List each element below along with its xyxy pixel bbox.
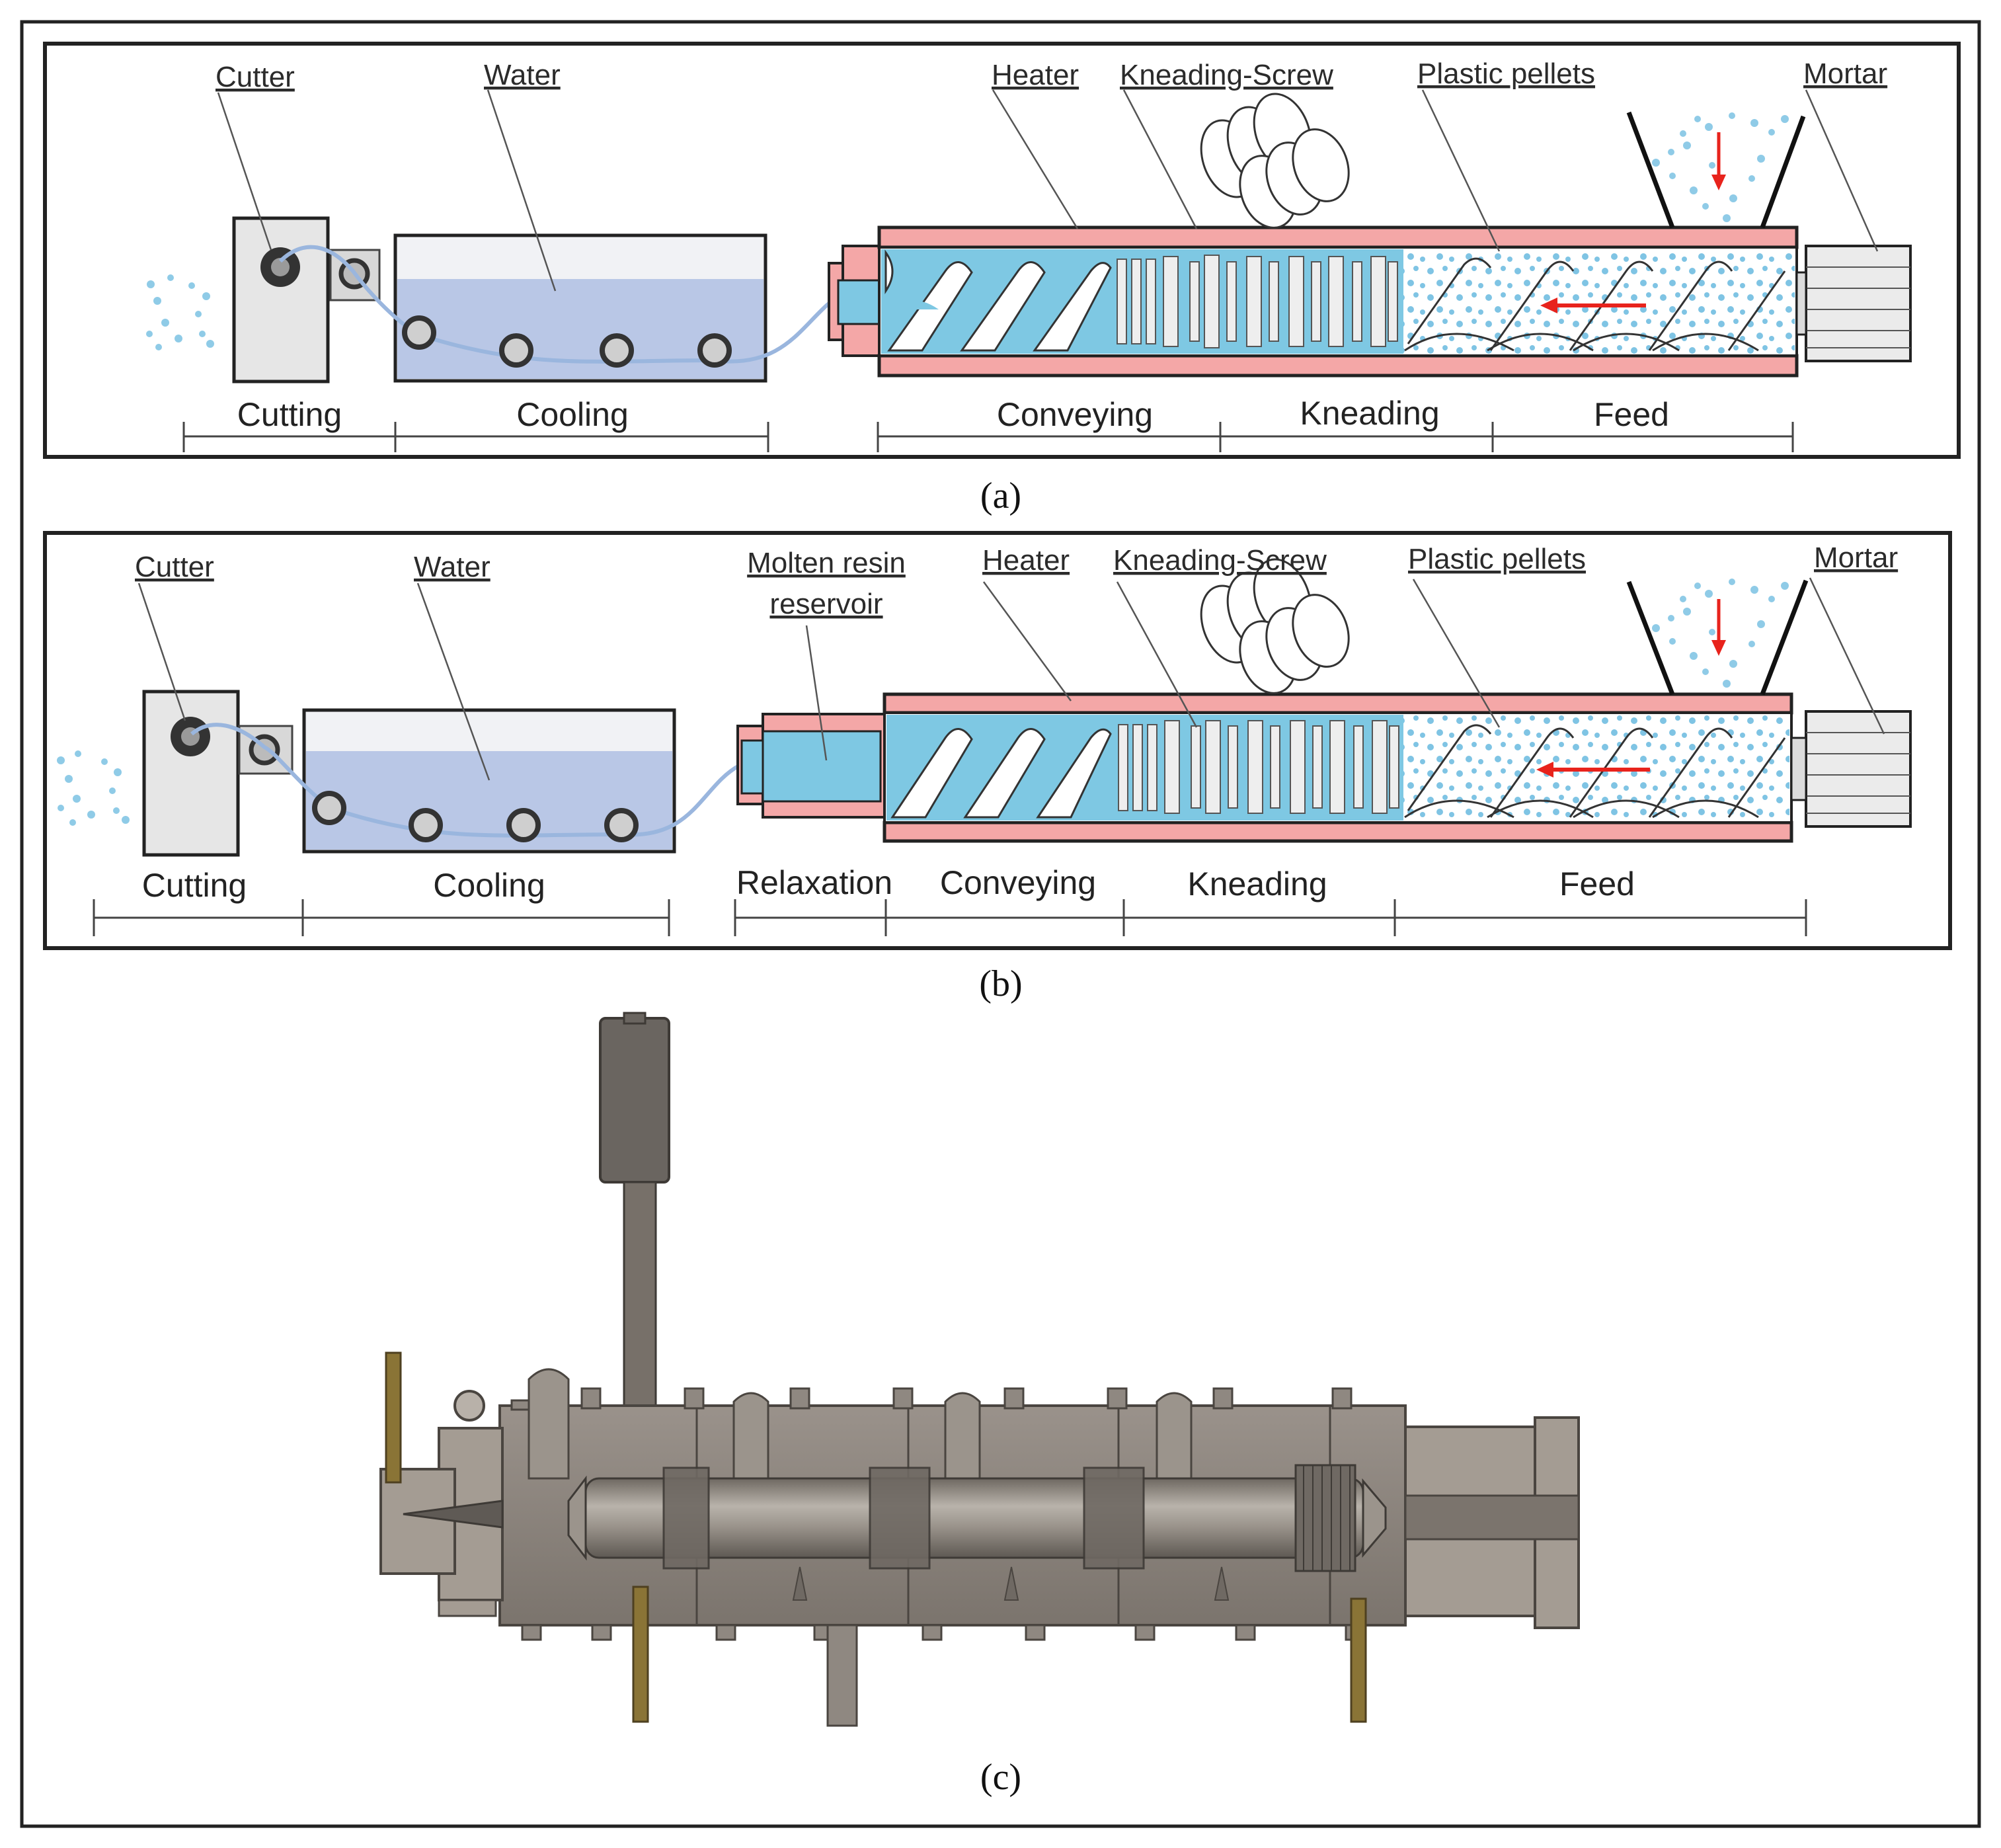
hopper-pellets	[1652, 579, 1789, 688]
label-water: Water	[484, 59, 561, 91]
caption-b: (b)	[979, 963, 1022, 1004]
cutter-box	[232, 216, 330, 383]
motor-ribs	[1806, 266, 1910, 348]
label-cutter: Cutter	[216, 61, 295, 93]
cutter-icon	[260, 247, 300, 287]
gear-teeth	[1303, 1465, 1351, 1571]
cut-pellets	[146, 274, 214, 350]
panel-a-stage-rulers	[182, 422, 1794, 452]
caption-c: (c)	[980, 1757, 1021, 1798]
stage-cutting: Cutting	[142, 867, 247, 904]
die-melt	[837, 279, 881, 325]
pressure-gauge-knob	[453, 1390, 485, 1422]
label-plastic-pellets: Plastic pellets	[1408, 543, 1586, 575]
feed-arrow	[1711, 599, 1726, 656]
barrel-heater-top	[883, 692, 1793, 715]
top-bolts	[510, 1387, 1353, 1411]
outer-frame	[20, 20, 1981, 1828]
cooling-rollers	[312, 791, 639, 842]
label-molten-resin-line1: Molten resin	[747, 547, 906, 579]
stage-cooling: Cooling	[516, 396, 629, 433]
cut-pellets	[57, 750, 130, 826]
hopper	[1626, 579, 1809, 696]
motor-ribs	[1806, 732, 1910, 814]
stage-kneading: Kneading	[1187, 865, 1327, 903]
label-kneading-screw: Kneading-Screw	[1120, 59, 1333, 91]
flow-arrow	[1536, 762, 1650, 778]
stage-conveying: Conveying	[940, 864, 1096, 901]
stage-relaxation: Relaxation	[736, 864, 892, 901]
motor-housing	[1805, 245, 1912, 362]
stage-cooling: Cooling	[433, 867, 545, 904]
label-cutter: Cutter	[135, 551, 214, 583]
panel-c-extruder-section	[379, 1012, 1580, 1727]
flow-arrow	[1540, 298, 1646, 313]
conveying-screw-flights	[884, 249, 1112, 352]
motor-housing	[1805, 710, 1912, 828]
barrel-heater-top	[877, 225, 1799, 249]
cooling-rollers	[402, 315, 732, 368]
shaft-tip	[567, 1475, 587, 1561]
cutter-icon	[171, 717, 210, 756]
panel-a-leaders	[217, 89, 1879, 292]
kneading-discs	[1118, 720, 1399, 814]
panel-b: Cutter Water Molten resin reservoir Heat…	[43, 531, 1952, 1004]
kneading-blocks	[662, 1466, 1145, 1570]
kneading-screw-icon	[1200, 93, 1350, 229]
barrel-heater-bottom	[877, 354, 1799, 378]
heater-rod-bottom-left	[632, 1586, 649, 1723]
barrel-heater-bottom	[883, 821, 1793, 843]
panel-b-border	[43, 531, 1952, 950]
conveying-screw-flights	[890, 728, 1112, 819]
bottom-sockets	[792, 1566, 1230, 1601]
heater-rod-left	[385, 1351, 402, 1484]
drive-bore	[1404, 1494, 1580, 1541]
die-bottom-foot	[438, 1599, 497, 1617]
bottom-port	[826, 1624, 858, 1727]
feed-arrow	[1711, 132, 1726, 190]
feed-screw-flights	[1404, 257, 1786, 352]
label-plastic-pellets: Plastic pellets	[1417, 58, 1595, 90]
stage-feed: Feed	[1594, 396, 1669, 433]
stage-kneading: Kneading	[1300, 395, 1439, 432]
shaft-tip-right	[1362, 1478, 1387, 1558]
panel-a: Cutter Water Heater Kneading-Screw Plast…	[43, 42, 1961, 516]
reservoir-melt-core	[762, 730, 882, 803]
stage-cutting: Cutting	[237, 396, 342, 433]
label-heater: Heater	[992, 59, 1079, 91]
panel-b-stage-rulers	[93, 899, 1807, 936]
heater-rod-bottom-right	[1350, 1597, 1367, 1723]
vertical-plunger-cap	[623, 1012, 647, 1025]
label-water: Water	[414, 551, 490, 583]
panel-b-leaders	[137, 577, 1885, 781]
gear-block	[1294, 1464, 1356, 1572]
kneading-screw-icon	[1200, 558, 1350, 694]
label-heater: Heater	[982, 544, 1070, 577]
panel-a-border	[43, 42, 1961, 459]
motor-coupling	[1795, 271, 1807, 336]
kneading-discs	[1117, 255, 1398, 348]
label-mortar: Mortar	[1814, 542, 1898, 574]
label-mortar: Mortar	[1803, 58, 1887, 90]
feed-screw-flights	[1404, 724, 1786, 819]
hopper	[1626, 111, 1806, 229]
label-molten-resin-line2: reservoir	[769, 588, 883, 620]
hopper-pellets	[1652, 112, 1789, 222]
caption-a: (a)	[980, 475, 1021, 516]
motor-coupling	[1790, 737, 1807, 801]
label-kneading-screw: Kneading-Screw	[1113, 544, 1327, 577]
stage-conveying: Conveying	[997, 396, 1153, 433]
cutter-box	[142, 690, 240, 857]
vertical-plunger-head	[599, 1017, 670, 1184]
die-nozzle	[403, 1500, 504, 1529]
stage-feed: Feed	[1559, 865, 1635, 903]
die-plate	[379, 1468, 456, 1575]
top-bosses	[528, 1368, 1193, 1480]
